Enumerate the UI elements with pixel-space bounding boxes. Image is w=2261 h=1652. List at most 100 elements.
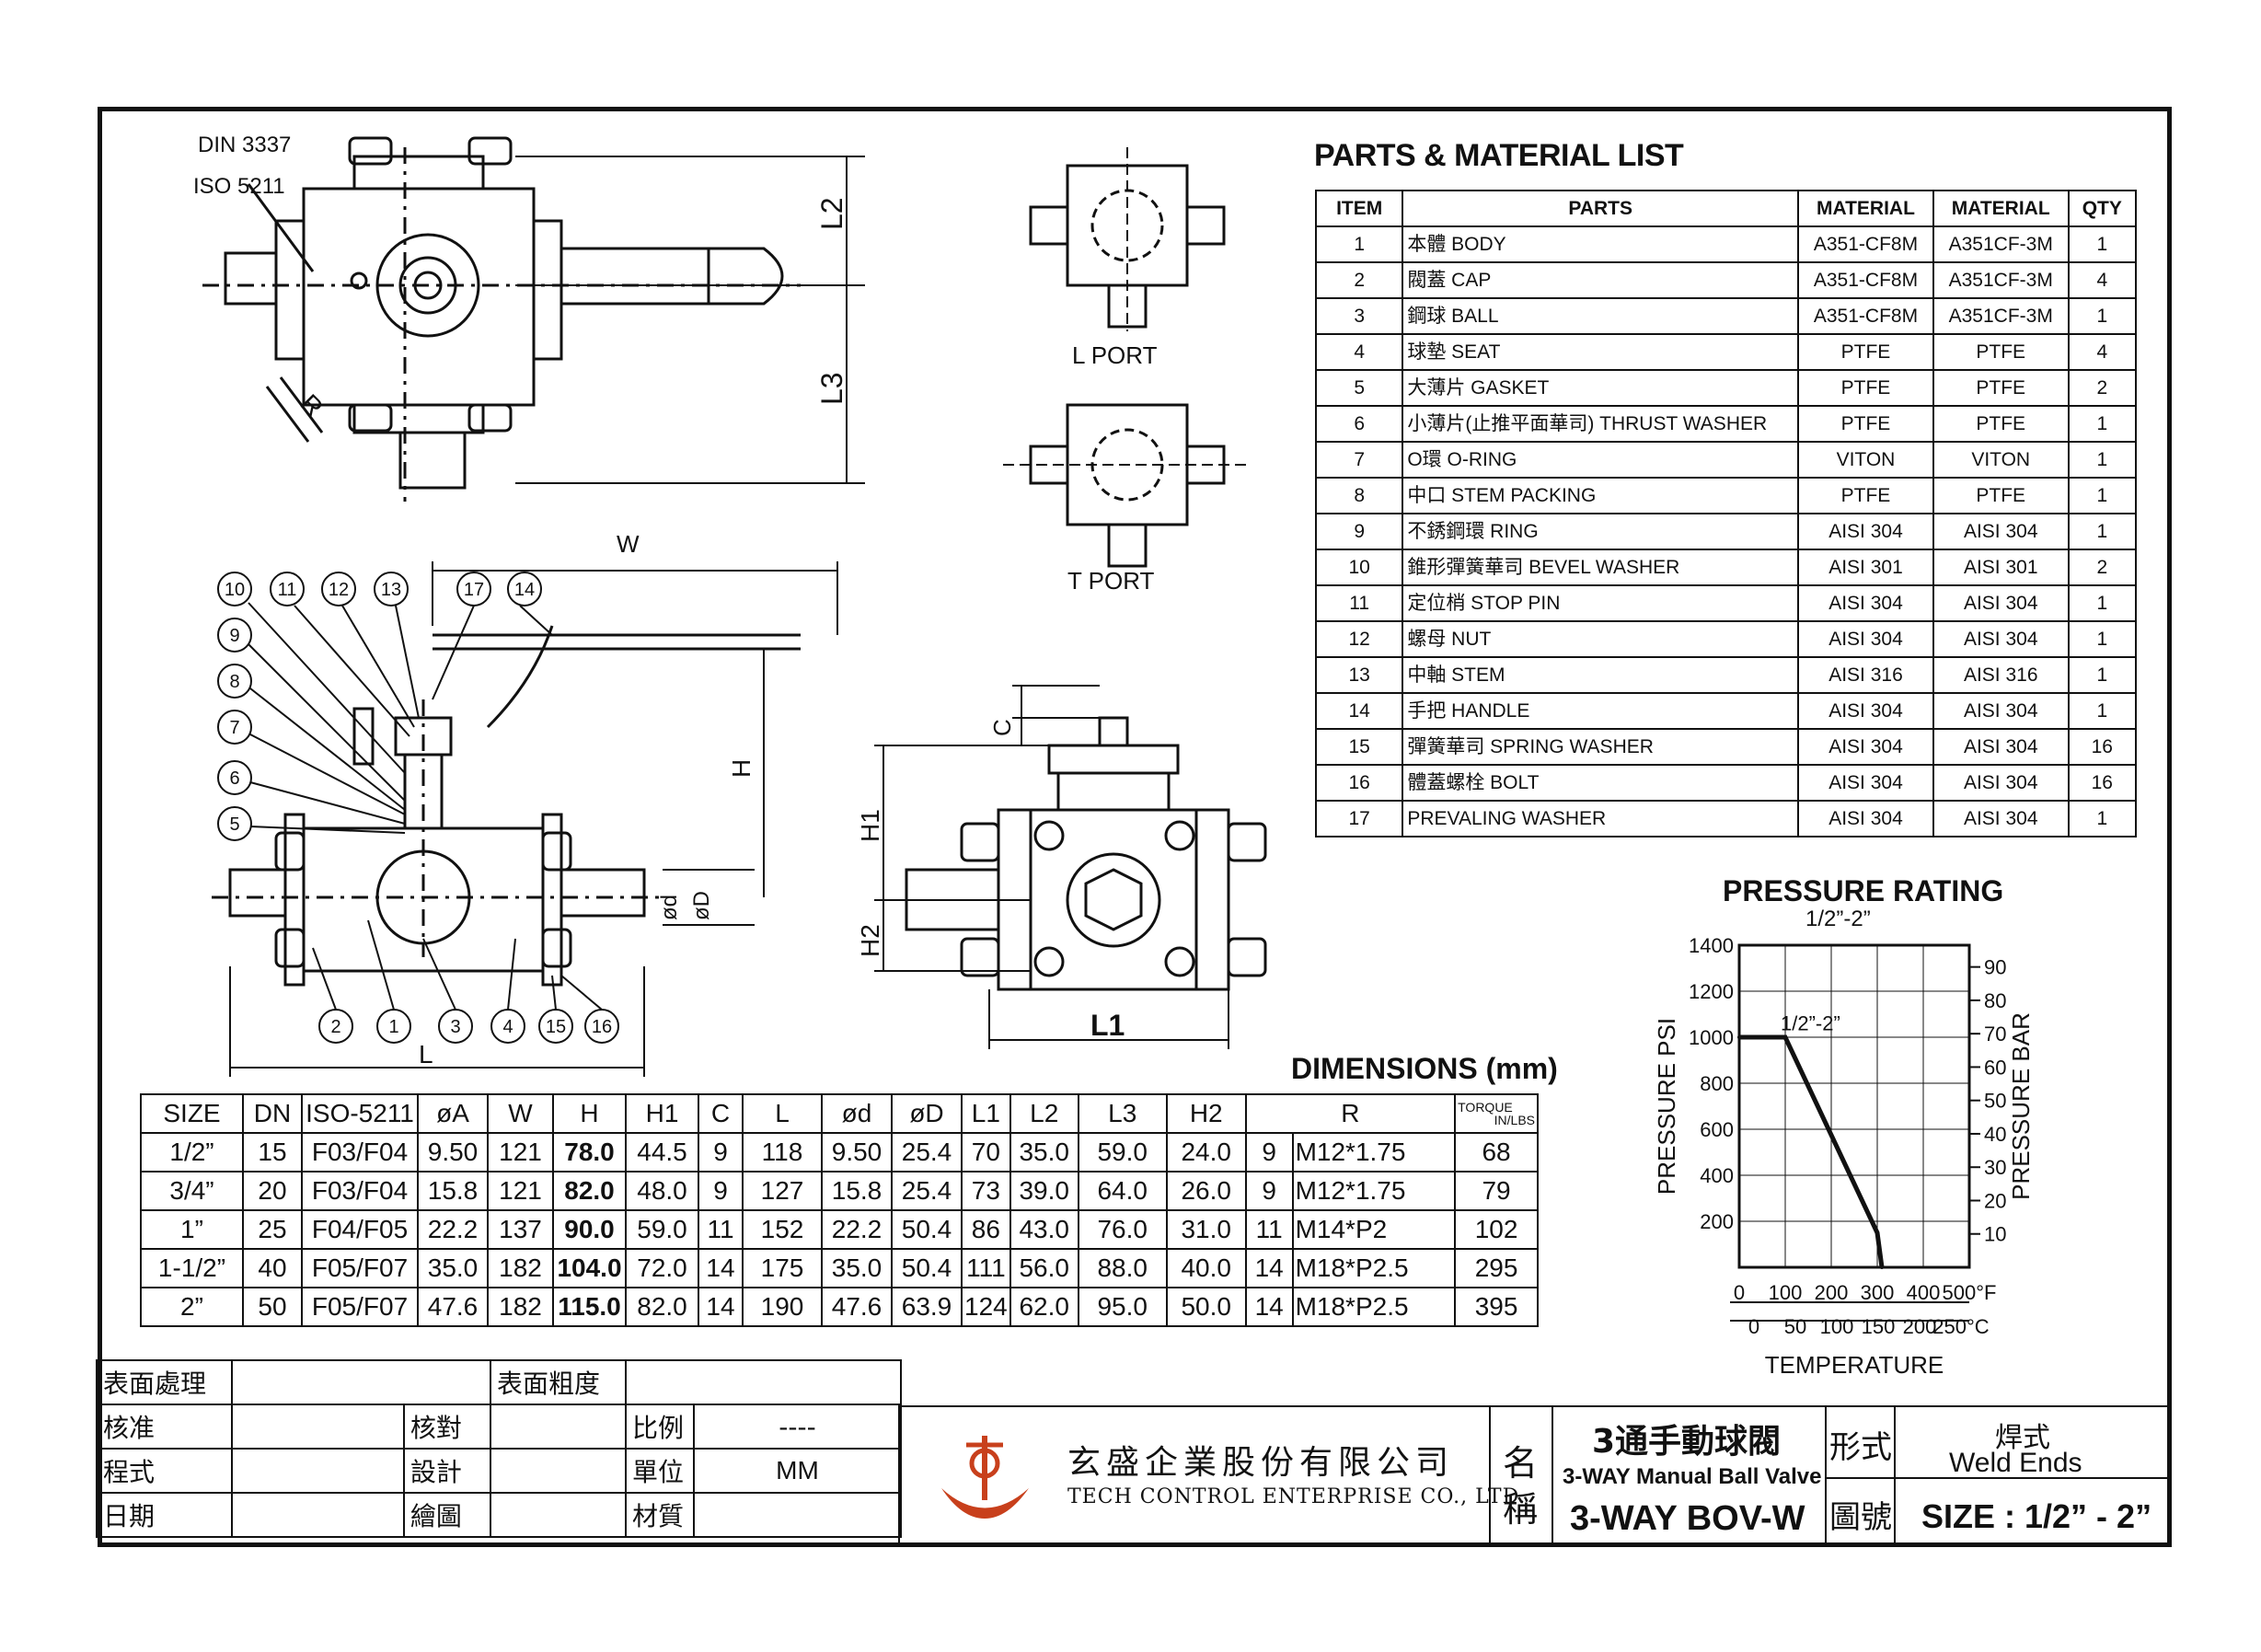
section-dims bbox=[229, 561, 838, 1077]
table-cell: 5 bbox=[1314, 369, 1404, 407]
table-cell: 73 bbox=[961, 1171, 1011, 1211]
table-cell: M12*1.75 bbox=[1291, 1171, 1457, 1211]
table-cell: 152 bbox=[742, 1209, 823, 1250]
x-tick-label-c: 100 bbox=[1820, 1315, 1854, 1338]
table-cell: 11 bbox=[1314, 584, 1404, 622]
table-cell: AISI 304 bbox=[1797, 692, 1934, 730]
table-cell: 24.0 bbox=[1165, 1132, 1247, 1173]
w-label: W bbox=[617, 530, 640, 558]
table-cell: 閥蓋 CAP bbox=[1402, 261, 1800, 299]
pressure-chart-frame bbox=[1730, 943, 1971, 1322]
table-cell: 1” bbox=[140, 1209, 244, 1250]
table-cell: AISI 304 bbox=[1797, 620, 1934, 658]
y2-tick-label: 70 bbox=[1984, 1022, 2006, 1045]
table-cell: 22.2 bbox=[821, 1209, 893, 1250]
table-cell: 127 bbox=[742, 1171, 823, 1211]
table-cell: 39.0 bbox=[1009, 1171, 1079, 1211]
table-cell: AISI 304 bbox=[1932, 692, 2070, 730]
table-cell: A351-CF8M bbox=[1797, 261, 1934, 299]
l2-label: L2 bbox=[815, 197, 848, 230]
table-cell: F05/F07 bbox=[301, 1287, 419, 1327]
x-tick-label-f: 300 bbox=[1861, 1281, 1895, 1304]
h1-label: H1 bbox=[856, 809, 884, 842]
table-cell: 4 bbox=[2067, 261, 2138, 299]
drawing-text: DIN 3337 ISO 5211 L2 L3 R W H H1 H2 C L … bbox=[193, 133, 1158, 1069]
parts-header: ITEM bbox=[1314, 190, 1404, 227]
iso-label: ISO 5211 bbox=[193, 174, 285, 199]
table-cell: 大薄片 GASKET bbox=[1402, 369, 1800, 407]
table-cell: 40 bbox=[242, 1248, 303, 1288]
table-cell: 定位梢 STOP PIN bbox=[1402, 584, 1800, 622]
dimensions-header: L1 bbox=[961, 1093, 1011, 1134]
dimensions-header: L bbox=[742, 1093, 823, 1134]
table-cell: 錐形彈簧華司 BEVEL WASHER bbox=[1402, 549, 1800, 586]
table-cell: 9 bbox=[1314, 513, 1404, 550]
table-cell: PREVALING WASHER bbox=[1402, 800, 1800, 838]
table-cell: 1/2” bbox=[140, 1132, 244, 1173]
dimensions-header: C bbox=[698, 1093, 744, 1134]
table-cell: AISI 304 bbox=[1932, 764, 2070, 802]
table-cell: 79 bbox=[1454, 1171, 1539, 1211]
y-tick-label: 400 bbox=[1700, 1164, 1734, 1187]
table-cell: 115.0 bbox=[552, 1287, 627, 1327]
front-view bbox=[905, 716, 1267, 991]
dimensions-header: H bbox=[552, 1093, 627, 1134]
y2-tick-label: 20 bbox=[1984, 1189, 2006, 1212]
dimensions-title: DIMENSIONS (mm) bbox=[1291, 1052, 1558, 1085]
table-cell: AISI 304 bbox=[1932, 800, 2070, 838]
dimensions-header: DN bbox=[242, 1093, 303, 1134]
table-cell: 25.4 bbox=[891, 1171, 963, 1211]
parts-title: PARTS & MATERIAL LIST bbox=[1314, 138, 1684, 173]
table-cell: 63.9 bbox=[891, 1287, 963, 1327]
table-cell: AISI 301 bbox=[1797, 549, 1934, 586]
table-cell: AISI 316 bbox=[1797, 656, 1934, 694]
table-cell: 22.2 bbox=[417, 1209, 489, 1250]
unit-value: MM bbox=[693, 1448, 902, 1494]
table-cell: 1 bbox=[2067, 441, 2138, 479]
table-cell: 8 bbox=[1314, 477, 1404, 514]
balloon: 13 bbox=[381, 580, 401, 600]
table-cell: 11 bbox=[698, 1209, 744, 1250]
process-value bbox=[231, 1448, 405, 1494]
table-cell: AISI 304 bbox=[1932, 513, 2070, 550]
table-cell: 1 bbox=[1314, 225, 1404, 263]
x-tick-label-c: 150 bbox=[1862, 1315, 1896, 1338]
table-cell: 1 bbox=[2067, 477, 2138, 514]
approve-label: 核准 bbox=[96, 1404, 233, 1450]
table-cell: A351-CF8M bbox=[1797, 297, 1934, 335]
y2-axis-label: PRESSURE BAR bbox=[2007, 1012, 2035, 1200]
scale-value: ---- bbox=[693, 1404, 902, 1450]
table-cell: 14 bbox=[1244, 1287, 1294, 1327]
table-cell: 395 bbox=[1454, 1287, 1539, 1327]
table-cell: A351CF-3M bbox=[1932, 261, 2070, 299]
table-cell: 82.0 bbox=[552, 1171, 627, 1211]
table-cell: AISI 304 bbox=[1797, 584, 1934, 622]
unit-label: 單位 bbox=[625, 1448, 695, 1494]
table-cell: 137 bbox=[487, 1209, 554, 1250]
table-cell: AISI 316 bbox=[1932, 656, 2070, 694]
balloon: 5 bbox=[229, 814, 239, 835]
table-cell: 3 bbox=[1314, 297, 1404, 335]
y2-tick-label: 60 bbox=[1984, 1056, 2006, 1079]
table-cell: PTFE bbox=[1932, 333, 2070, 371]
x-tick-label-c: 50 bbox=[1784, 1315, 1806, 1338]
y-axis-label: PRESSURE PSI bbox=[1653, 1018, 1680, 1195]
table-cell: PTFE bbox=[1797, 333, 1934, 371]
dimensions-header: L2 bbox=[1009, 1093, 1079, 1134]
table-cell: 1 bbox=[2067, 620, 2138, 658]
date-value bbox=[231, 1492, 405, 1538]
type-cn: 焊式 bbox=[1995, 1422, 2050, 1454]
table-cell: AISI 304 bbox=[1797, 513, 1934, 550]
balloon: 1 bbox=[388, 1017, 398, 1037]
x-tick-label-f: 0 bbox=[1734, 1281, 1745, 1304]
table-cell: 50 bbox=[242, 1287, 303, 1327]
y2-tick-label: 30 bbox=[1984, 1156, 2006, 1179]
table-cell: 1 bbox=[2067, 405, 2138, 443]
